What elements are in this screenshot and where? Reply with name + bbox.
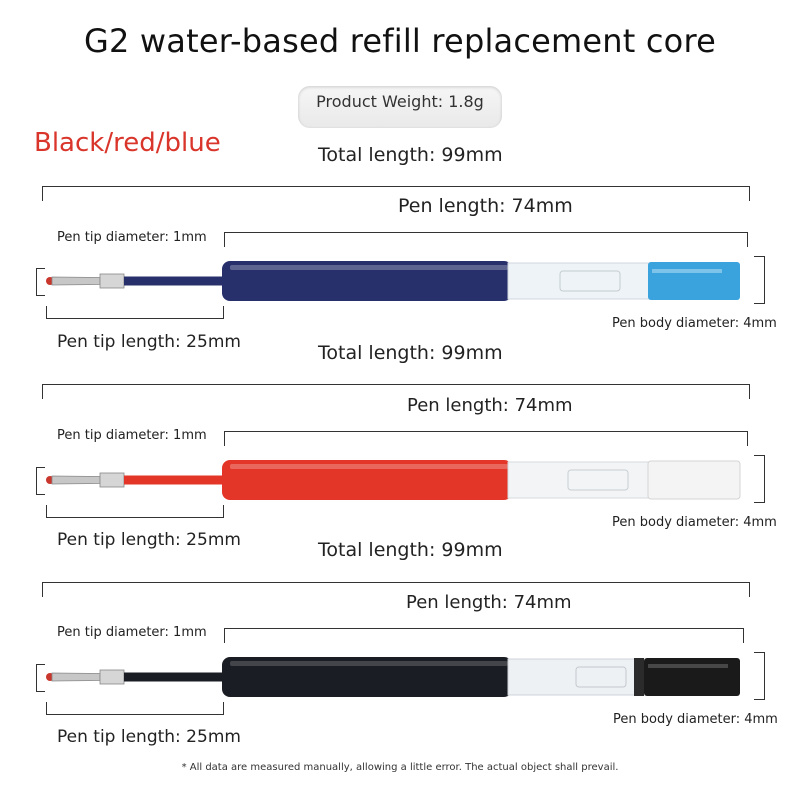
body-diameter-label: Pen body diameter: 4mm [612,316,777,331]
tip-length-bracket [46,306,224,319]
body-diameter-bracket [754,455,765,503]
blue-refill-image [46,261,740,301]
pen-length-label: Pen length: 74mm [406,592,572,613]
ink-body [222,657,512,697]
total-length-label: Total length: 99mm [318,342,503,364]
tip-diameter-bracket [36,268,45,296]
clear-barrel [507,461,659,499]
tip-diameter-bracket [36,467,45,495]
measurement-disclaimer: * All data are measured manually, allowi… [181,762,619,773]
ink-body [222,261,512,301]
tip-length-label: Pen tip length: 25mm [57,332,241,352]
tip-diameter-bracket [36,664,45,692]
body-diameter-bracket [754,256,765,304]
total-length-label: Total length: 99mm [318,144,503,166]
total-length-bracket [42,384,750,399]
tip-length-label: Pen tip length: 25mm [57,727,241,747]
tip-length-bracket [46,505,224,518]
pen-length-bracket [224,232,748,247]
end-cap [644,658,740,696]
body-diameter-bracket [754,652,765,700]
end-cap [647,460,741,500]
black-refill-image [46,657,740,697]
clear-barrel [507,658,647,696]
tip-length-label: Pen tip length: 25mm [57,530,241,550]
pen-length-label: Pen length: 74mm [407,395,573,416]
red-refill-image [46,460,741,500]
total-length-bracket [42,186,750,201]
total-length-bracket [42,582,750,597]
pen-length-bracket [224,628,744,643]
tip-diameter-label: Pen tip diameter: 1mm [57,428,207,443]
color-options-label: Black/red/blue [34,128,221,158]
refill-tip [46,472,224,488]
ink-body [222,460,512,500]
end-cap [648,262,740,300]
pen-length-label: Pen length: 74mm [398,195,573,217]
body-diameter-label: Pen body diameter: 4mm [613,712,778,727]
tip-length-bracket [46,702,224,715]
refill-tip [46,273,224,289]
clear-barrel [507,262,659,300]
page-title: G2 water-based refill replacement core [83,22,717,60]
body-diameter-label: Pen body diameter: 4mm [612,515,777,530]
total-length-label: Total length: 99mm [318,539,503,561]
pen-length-bracket [224,431,748,446]
product-weight-badge: Product Weight: 1.8g [298,86,502,128]
tip-diameter-label: Pen tip diameter: 1mm [57,625,207,640]
refill-tip [46,669,224,685]
tip-diameter-label: Pen tip diameter: 1mm [57,230,207,245]
